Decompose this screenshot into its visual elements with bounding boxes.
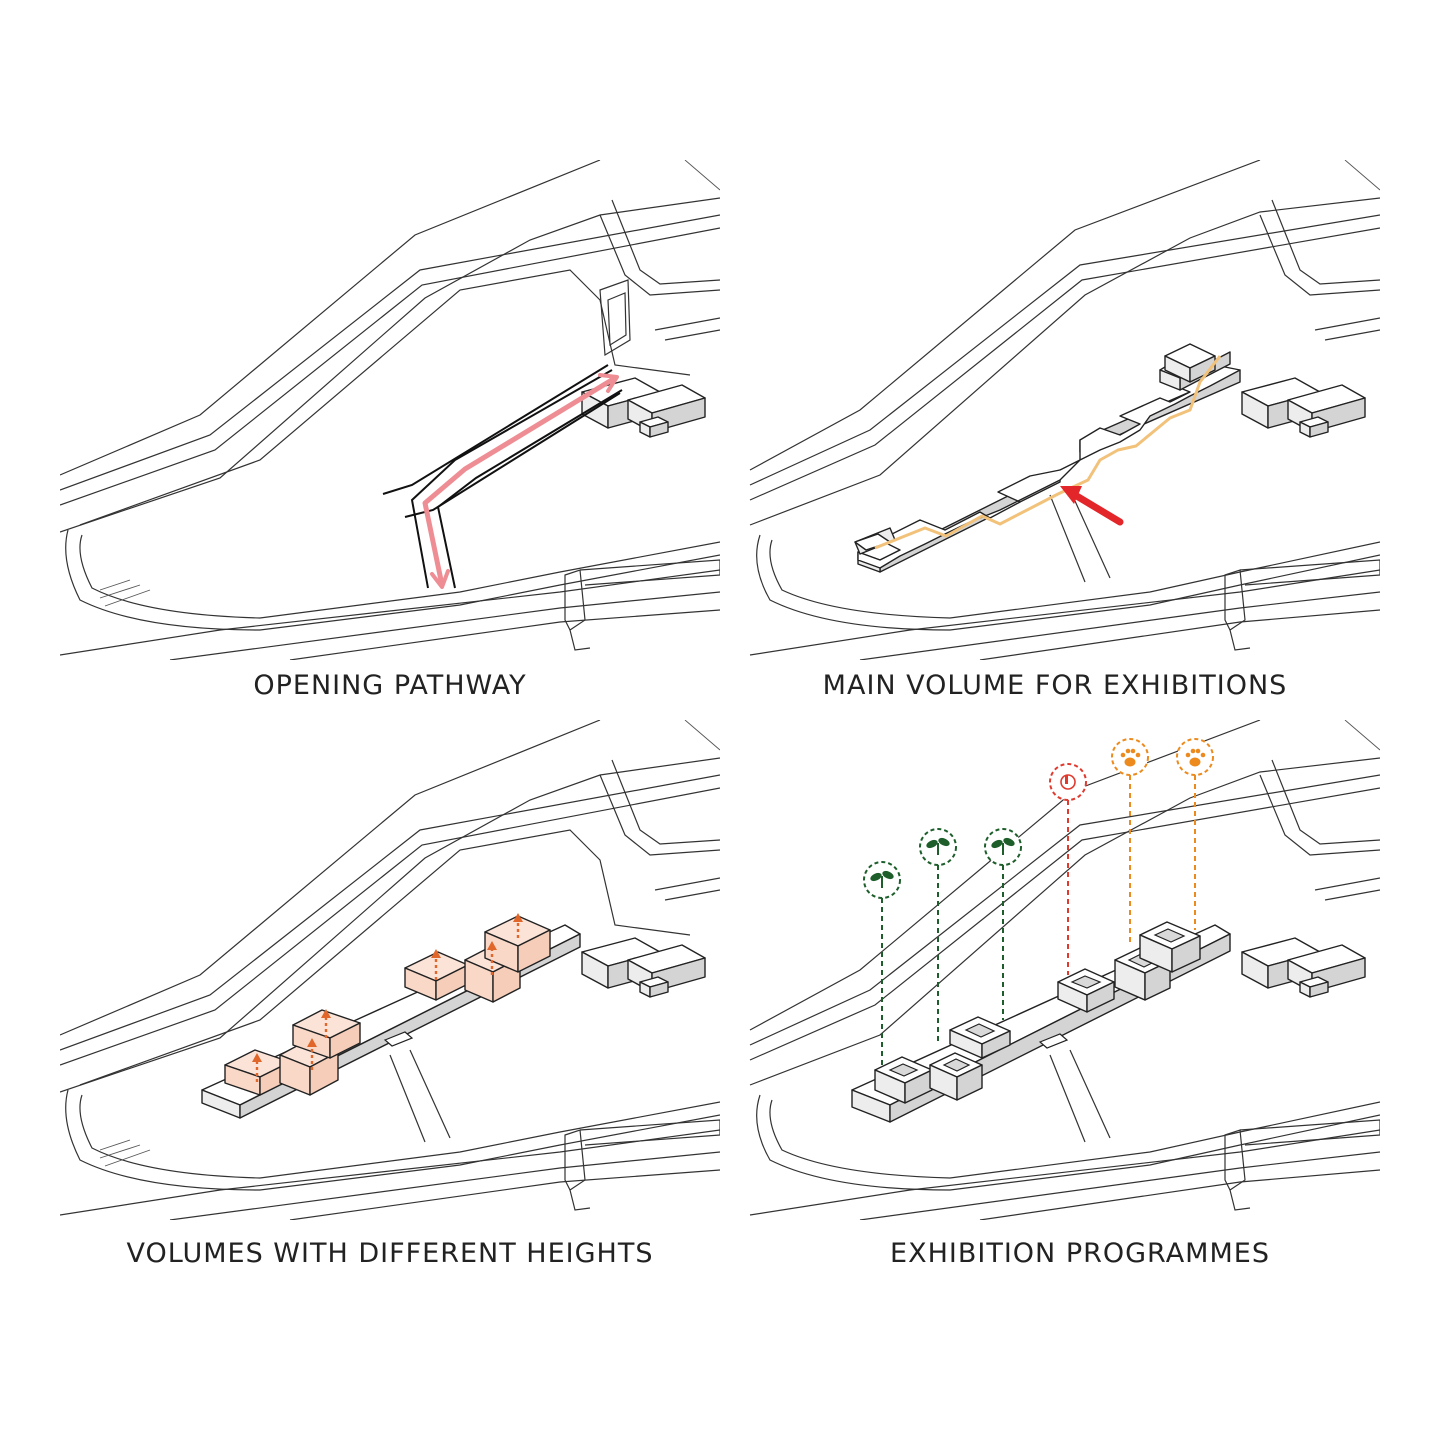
paw-icon: [1120, 748, 1141, 767]
site-diagram-main-volume: [749, 160, 1380, 660]
plant-marker-2: [919, 828, 957, 1045]
sprout-icon: [991, 837, 1015, 855]
height-arrows: [252, 913, 523, 1082]
touch-icon: [1060, 774, 1076, 790]
animal-marker-2: [1176, 738, 1214, 930]
site-diagram-opening-pathway: [60, 160, 720, 660]
courtyard-volumes: [874, 921, 1201, 1104]
site-context-lines: [749, 720, 1380, 1220]
animal-marker-1: [1111, 738, 1149, 945]
caption-different-heights: VOLUMES WITH DIFFERENT HEIGHTS: [126, 1238, 654, 1269]
existing-buildings: [1241, 937, 1366, 998]
plant-marker-1: [863, 861, 901, 1065]
caption-exhibition-programmes: EXHIBITION PROGRAMMES: [890, 1238, 1270, 1269]
site-context-lines: [60, 160, 720, 660]
existing-buildings: [581, 377, 706, 438]
panel-opening-pathway: [60, 160, 720, 660]
site-context-lines: [60, 720, 720, 1220]
site-diagram-different-heights: [60, 720, 720, 1220]
panel-exhibition-programmes: [720, 720, 1380, 1220]
sprout-icon: [926, 837, 950, 855]
entrance-arrow: [1060, 486, 1124, 526]
paw-icon: [1185, 748, 1206, 767]
opening-pathway-route: [382, 364, 623, 589]
caption-main-volume: MAIN VOLUME FOR EXHIBITIONS: [822, 670, 1288, 701]
existing-buildings: [581, 937, 706, 998]
existing-buildings: [1241, 377, 1366, 438]
site-diagram-exhibition-programmes: [749, 720, 1380, 1220]
plant-marker-3: [984, 828, 1022, 1020]
caption-opening-pathway: OPENING PATHWAY: [253, 670, 527, 701]
panel-different-heights: [60, 720, 720, 1220]
sensory-marker: [1049, 763, 1087, 975]
main-exhibition-volume: [854, 343, 1241, 573]
sprout-icon: [870, 870, 894, 888]
programme-markers: [863, 738, 1214, 1065]
site-context-lines: [749, 160, 1380, 660]
panel-main-volume: [720, 160, 1380, 660]
